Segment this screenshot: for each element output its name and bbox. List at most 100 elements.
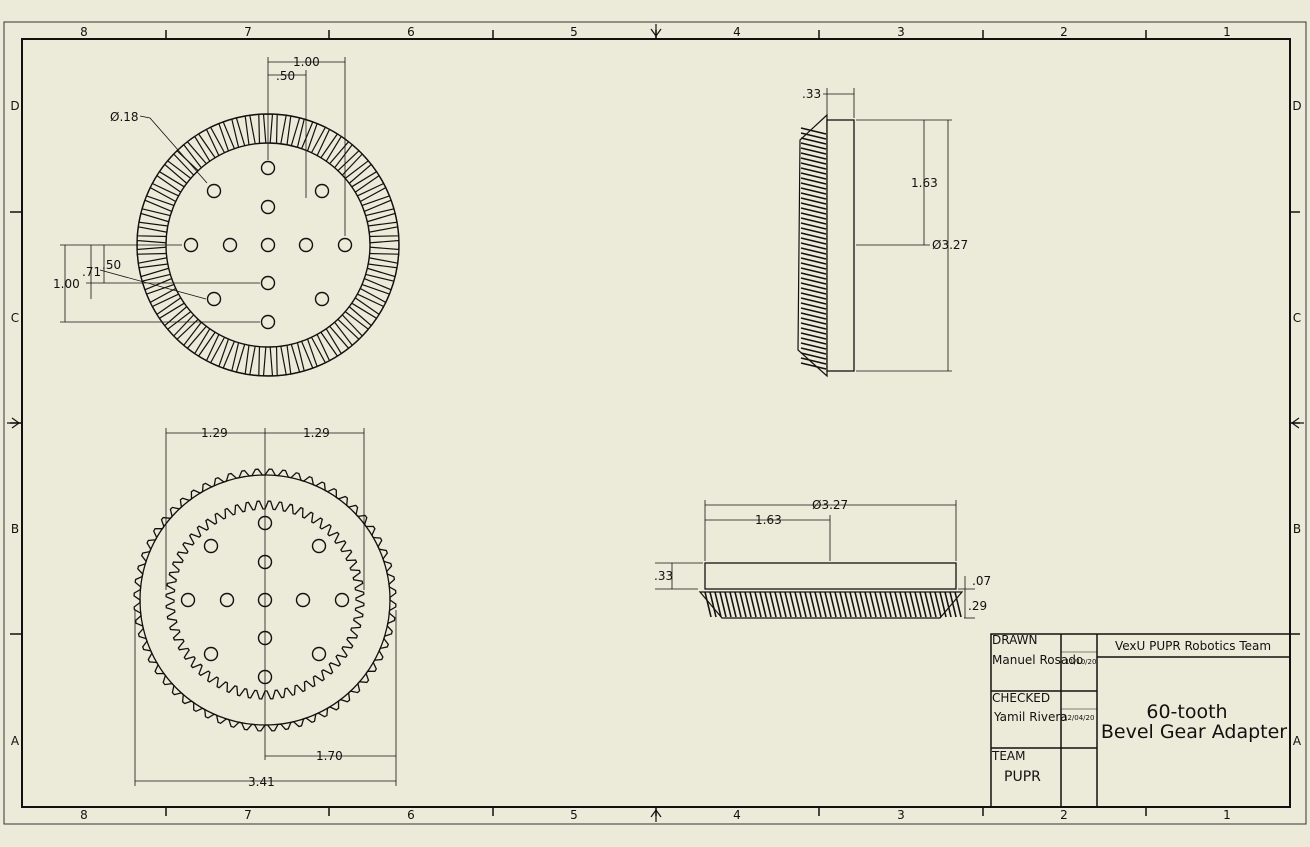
gear-tooth: [368, 252, 400, 264]
zone-label-left: D: [10, 99, 19, 113]
hole: [260, 199, 276, 215]
back-dim-top-right: 1.29: [303, 426, 330, 440]
zone-label-top: 4: [733, 25, 741, 39]
side-tooth: [800, 332, 827, 340]
side-tooth: [800, 212, 827, 220]
side-tooth: [800, 192, 827, 200]
side-tooth: [800, 317, 827, 325]
side-tooth: [800, 207, 827, 215]
front-view: 1.00 .50 .50 .71 1.00 Ø.18: [53, 55, 400, 377]
side-tooth: [800, 297, 827, 305]
zone-label-bottom: 5: [570, 808, 578, 822]
bottom-dim-diameter: Ø3.27: [812, 498, 848, 512]
back-view: 1.29 1.29 1.70 3.41: [133, 426, 397, 789]
side-tooth: [800, 182, 827, 190]
bottom-tooth: [719, 591, 727, 618]
drawn-date: 11/10/20: [1065, 658, 1096, 666]
gear-tooth: [348, 302, 378, 327]
bottom-tooth: [874, 591, 882, 618]
gear-tooth: [341, 153, 370, 180]
gear-tooth: [296, 340, 314, 372]
gear-tooth: [363, 273, 395, 291]
gear-tooth: [186, 135, 211, 165]
side-tooth: [800, 252, 827, 260]
zone-label-left: C: [11, 311, 19, 325]
front-view-dimension-lines: [60, 57, 346, 323]
front-dim-top-2: .50: [276, 69, 295, 83]
side-tooth: [800, 287, 827, 295]
side-tooth: [800, 197, 827, 205]
side-tooth: [800, 147, 827, 155]
gear-tooth: [333, 318, 360, 347]
side-tooth: [800, 237, 827, 245]
hole: [260, 237, 276, 253]
side-tooth: [800, 362, 827, 370]
side-tooth: [800, 152, 827, 160]
gear-tooth: [368, 239, 400, 251]
bottom-tooth: [889, 591, 897, 618]
side-view-hub: [826, 119, 855, 372]
zone-label-top: 2: [1060, 25, 1068, 39]
side-tooth: [800, 222, 827, 230]
bottom-tooth: [809, 591, 817, 618]
hole: [314, 183, 330, 199]
checked-date: 12/04/20: [1063, 714, 1094, 722]
front-view-holes: [183, 160, 353, 330]
side-tooth: [800, 257, 827, 265]
zone-label-right: B: [1293, 522, 1301, 536]
drawn-name: Manuel Rosado: [992, 653, 1083, 667]
bottom-tooth: [729, 591, 737, 618]
side-tooth: [800, 187, 827, 195]
gear-tooth: [176, 143, 203, 172]
side-tooth: [800, 142, 827, 150]
gear-tooth: [235, 343, 250, 375]
bottom-dim-step: .07: [972, 574, 991, 588]
side-tooth: [800, 167, 827, 175]
back-view-inner-spline-profile: [165, 500, 365, 700]
gear-tooth: [141, 199, 173, 217]
bottom-tooth: [834, 591, 842, 618]
bottom-tooth: [709, 591, 717, 618]
zone-label-top: 6: [407, 25, 415, 39]
gear-tooth: [316, 331, 339, 362]
hole: [260, 160, 276, 176]
side-tooth: [800, 272, 827, 280]
bottom-tooth: [849, 591, 857, 618]
bottom-tooth: [814, 591, 822, 618]
gear-tooth: [333, 143, 360, 172]
zone-label-top: 1: [1223, 25, 1231, 39]
gear-tooth: [136, 226, 168, 238]
gear-tooth: [325, 325, 350, 355]
zone-label-top: 5: [570, 25, 578, 39]
front-dim-left-1: .50: [102, 258, 121, 272]
gear-tooth: [348, 163, 378, 188]
bottom-tooth: [714, 591, 722, 618]
bottom-tooth: [779, 591, 787, 618]
zone-label-left: B: [11, 522, 19, 536]
gear-tooth: [222, 118, 240, 150]
gear-tooth: [197, 128, 220, 159]
front-hole-dia-note: Ø.18: [110, 110, 139, 124]
hole: [260, 314, 276, 330]
zone-label-bottom: 6: [407, 808, 415, 822]
gear-tooth: [286, 343, 301, 375]
zone-label-top: 7: [244, 25, 252, 39]
bottom-dim-radius: 1.63: [755, 513, 782, 527]
side-tooth: [800, 157, 827, 165]
team-label: TEAM: [991, 749, 1025, 763]
checked-name: Yamil Rivera: [993, 710, 1068, 724]
bottom-tooth: [839, 591, 847, 618]
drawn-label: DRAWN: [992, 633, 1038, 647]
hole: [334, 592, 350, 608]
bottom-tooth: [784, 591, 792, 618]
bottom-tooth: [774, 591, 782, 618]
front-view-root-circle: [165, 142, 371, 348]
side-tooth: [800, 162, 827, 170]
back-dim-bottom-1: 1.70: [316, 749, 343, 763]
gear-tooth: [158, 163, 188, 188]
bottom-tooth: [924, 591, 932, 618]
hole: [295, 592, 311, 608]
bottom-tooth: [859, 591, 867, 618]
